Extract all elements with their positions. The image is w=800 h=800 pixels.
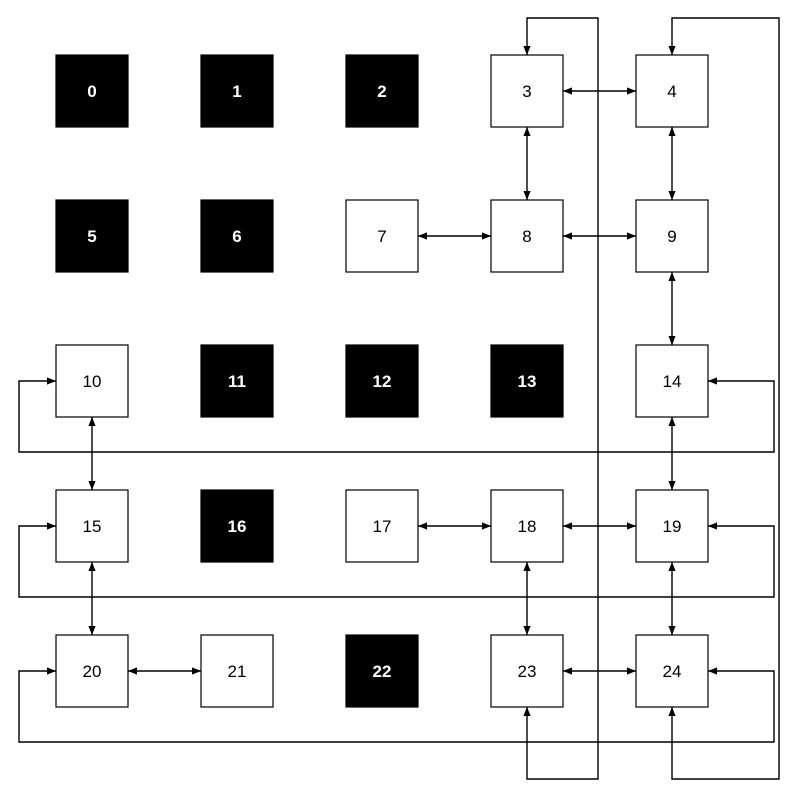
cell-label: 19	[663, 517, 682, 536]
cell-label: 1	[232, 82, 241, 101]
cell-label: 24	[663, 662, 682, 681]
cell-23: 23	[490, 634, 564, 708]
blocked-cell-box	[490, 344, 564, 418]
open-cell-box	[490, 634, 564, 708]
connections-layer	[18, 17, 780, 780]
cell-7: 7	[345, 199, 419, 273]
cell-4: 4	[635, 54, 709, 128]
cell-6: 6	[200, 199, 274, 273]
cell-label: 3	[522, 82, 531, 101]
blocked-cell-box	[200, 489, 274, 563]
cell-11: 11	[200, 344, 274, 418]
cell-24: 24	[635, 634, 709, 708]
cell-label: 9	[667, 227, 676, 246]
open-cell-box	[490, 54, 564, 128]
cell-17: 17	[345, 489, 419, 563]
cell-label: 23	[518, 662, 537, 681]
cell-15: 15	[55, 489, 129, 563]
cell-label: 14	[663, 372, 682, 391]
cell-label: 18	[518, 517, 537, 536]
cell-label: 11	[228, 372, 246, 391]
open-cell-box	[635, 54, 709, 128]
cell-20: 20	[55, 634, 129, 708]
open-cell-box	[345, 489, 419, 563]
cell-10: 10	[55, 344, 129, 418]
cell-22: 22	[345, 634, 419, 708]
cell-9: 9	[635, 199, 709, 273]
cell-label: 0	[87, 82, 96, 101]
cell-19: 19	[635, 489, 709, 563]
cell-2: 2	[345, 54, 419, 128]
cell-label: 12	[373, 372, 392, 391]
cell-18: 18	[490, 489, 564, 563]
cell-14: 14	[635, 344, 709, 418]
cell-label: 8	[522, 227, 531, 246]
blocked-cell-box	[200, 54, 274, 128]
open-cell-box	[490, 489, 564, 563]
cell-1: 1	[200, 54, 274, 128]
cell-5: 5	[55, 199, 129, 273]
cell-21: 21	[200, 634, 274, 708]
cell-label: 21	[228, 662, 247, 681]
open-cell-box	[345, 199, 419, 273]
cell-label: 7	[377, 227, 386, 246]
blocked-cell-box	[345, 634, 419, 708]
open-cell-box	[635, 199, 709, 273]
cell-8: 8	[490, 199, 564, 273]
cell-3: 3	[490, 54, 564, 128]
cell-label: 17	[373, 517, 392, 536]
cell-0: 0	[55, 54, 129, 128]
open-cell-box	[55, 344, 129, 418]
open-cell-box	[635, 489, 709, 563]
cell-label: 10	[83, 372, 102, 391]
blocked-cell-box	[345, 344, 419, 418]
open-cell-box	[635, 344, 709, 418]
link-15-19-wrap	[18, 522, 775, 598]
open-cell-box	[635, 634, 709, 708]
blocked-cell-box	[55, 199, 129, 273]
cell-label: 22	[373, 662, 392, 681]
blocked-cell-box	[200, 199, 274, 273]
link-20-24-wrap	[18, 667, 775, 743]
open-cell-box	[55, 489, 129, 563]
cell-label: 5	[87, 227, 96, 246]
open-cell-box	[55, 634, 129, 708]
cell-label: 16	[228, 517, 247, 536]
link-4-24-wrap	[668, 17, 780, 780]
blocked-cell-box	[200, 344, 274, 418]
link-10-14-wrap	[18, 377, 775, 453]
cell-label: 20	[83, 662, 102, 681]
cell-label: 15	[83, 517, 102, 536]
cell-label: 13	[518, 372, 537, 391]
cell-16: 16	[200, 489, 274, 563]
cell-13: 13	[490, 344, 564, 418]
cell-12: 12	[345, 344, 419, 418]
cell-label: 2	[377, 82, 386, 101]
link-3-23-wrap	[523, 17, 599, 780]
blocked-cell-box	[55, 54, 129, 128]
open-cell-box	[490, 199, 564, 273]
cell-label: 6	[232, 227, 241, 246]
cell-label: 4	[667, 82, 676, 101]
open-cell-box	[200, 634, 274, 708]
blocked-cell-box	[345, 54, 419, 128]
